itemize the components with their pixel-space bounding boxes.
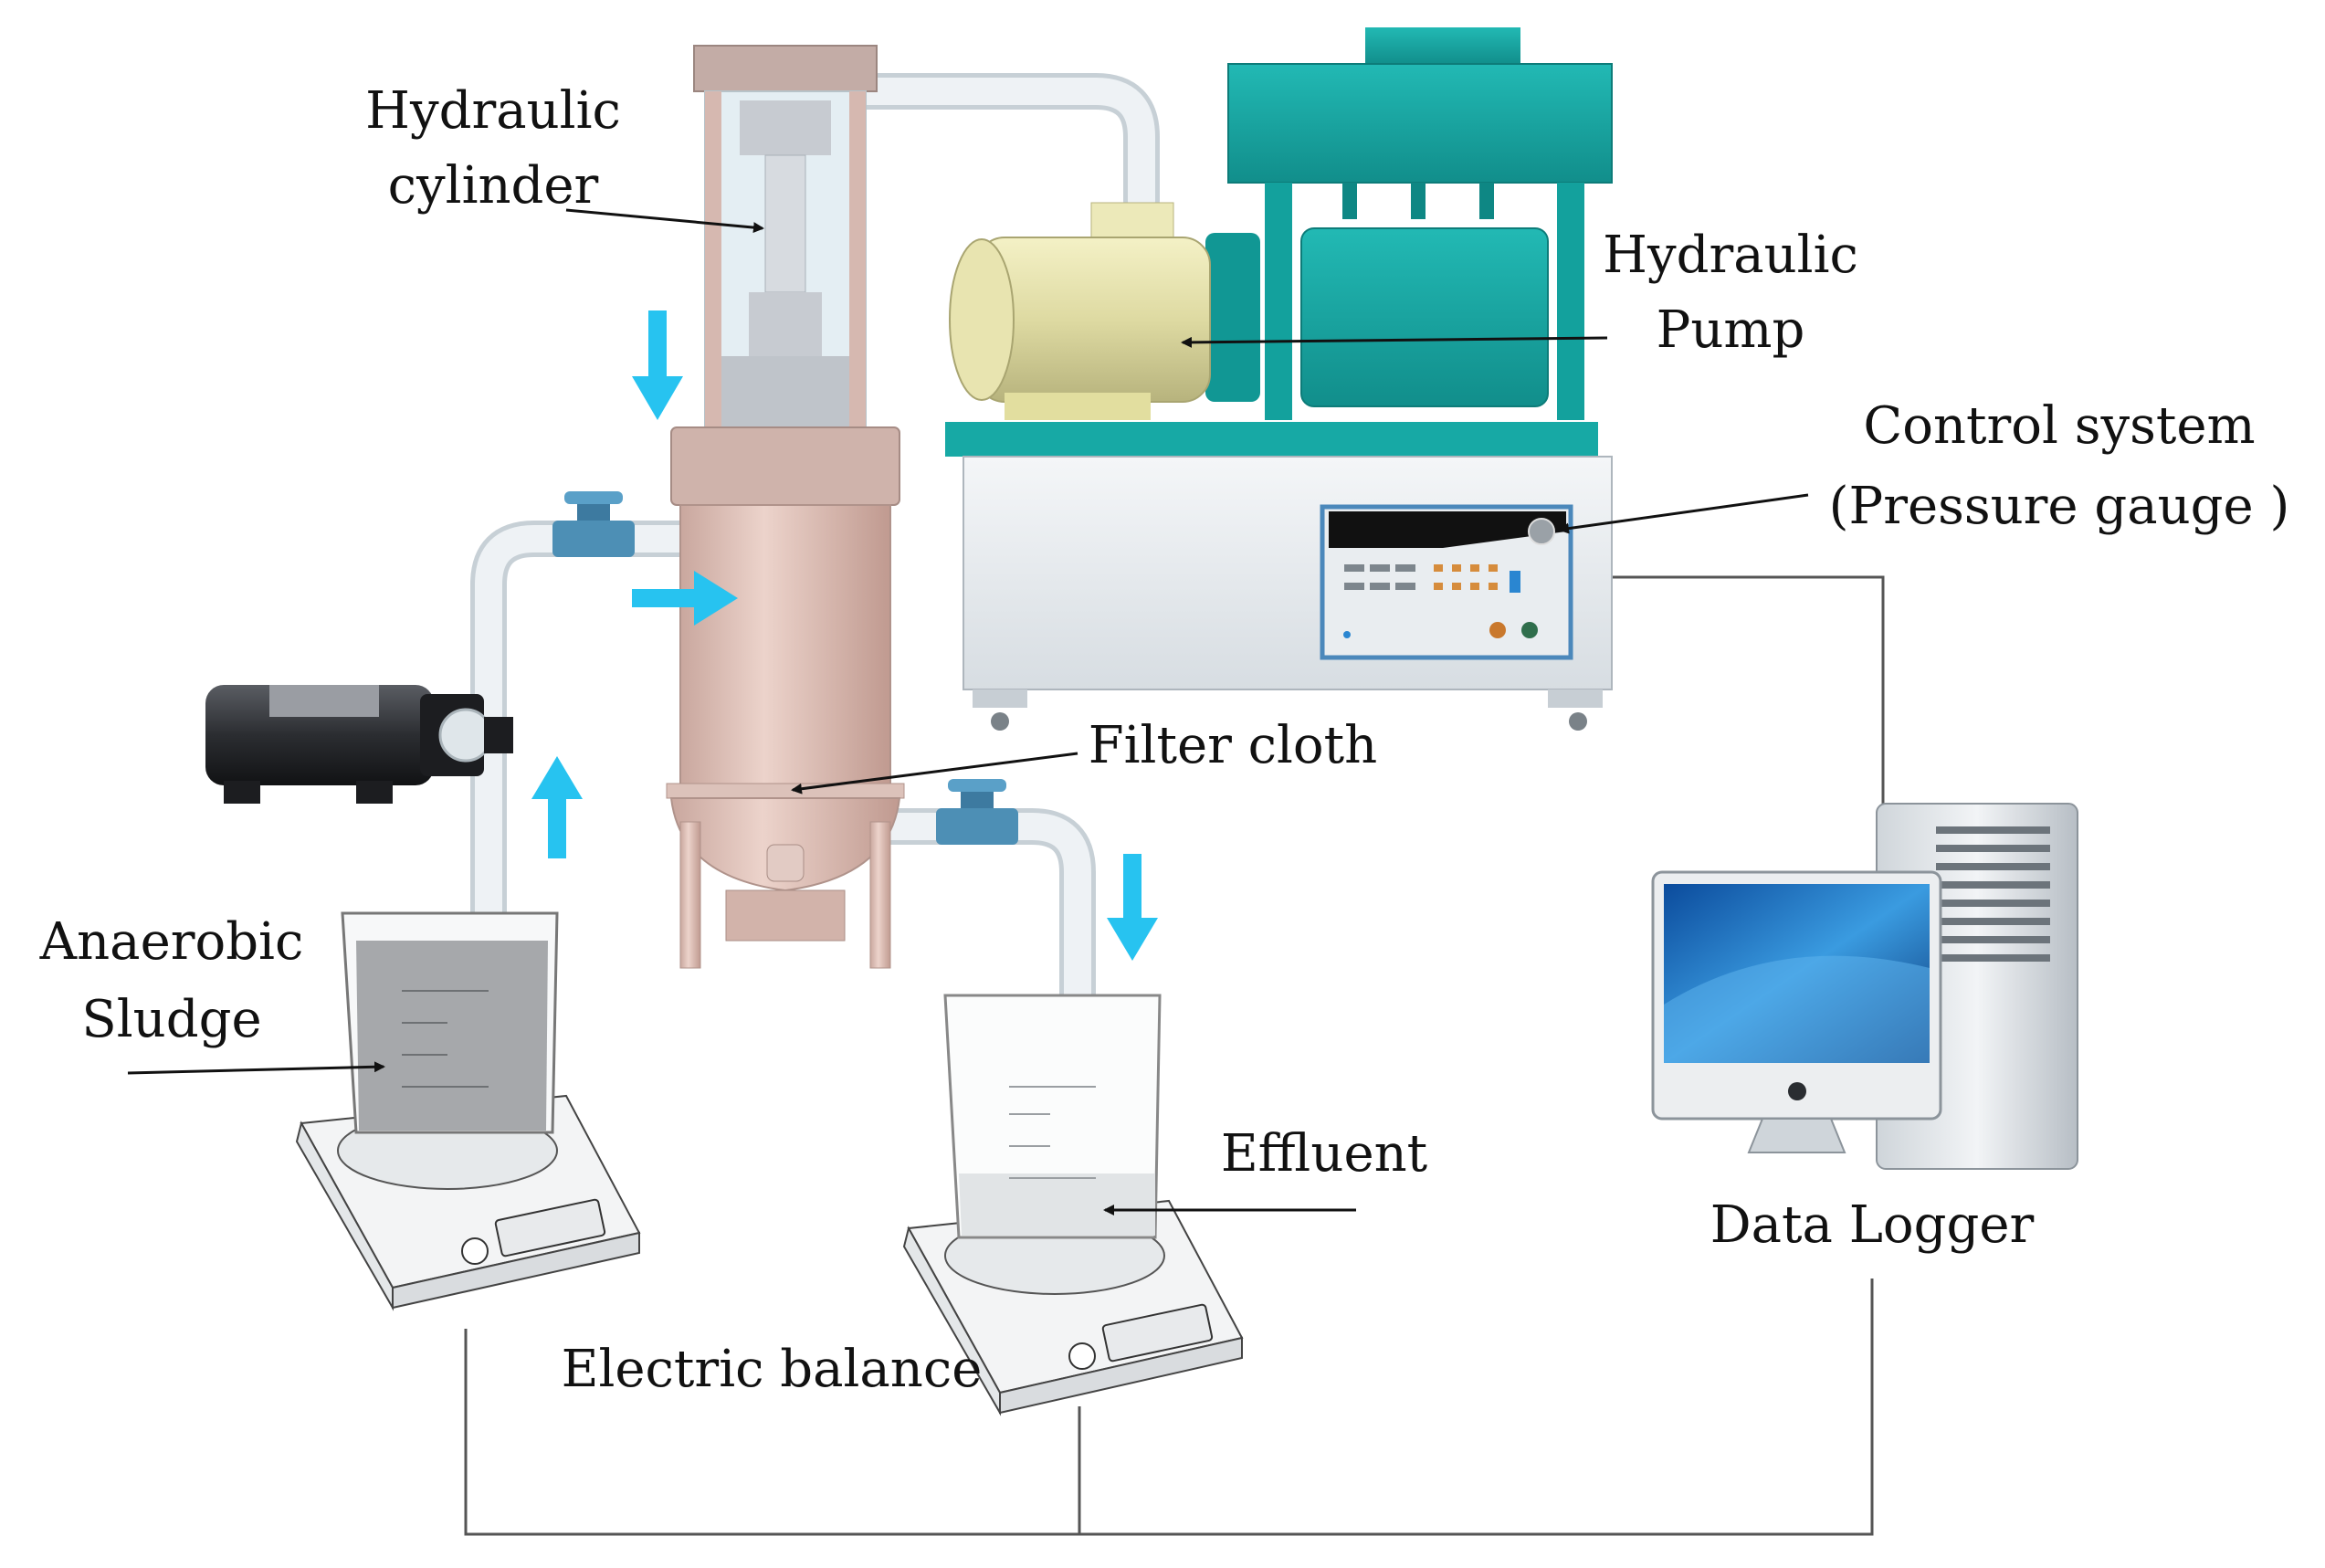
feed-pump-icon [205, 685, 513, 804]
signal-wiring [464, 575, 1885, 1536]
hydraulic-pump-label: Pump [1657, 300, 1805, 360]
anaerobic-sludge-label: Anaerobic [39, 912, 304, 972]
pressure-gauge-label: (Pressure gauge ) [1829, 477, 2290, 536]
hydraulic-pump-icon [945, 27, 1613, 457]
computer-monitor-icon [1651, 870, 1942, 1153]
beaker-icon [341, 911, 559, 1134]
valve-icon [936, 779, 1018, 845]
effluent-label: Effluent [1221, 1124, 1428, 1184]
hydraulic-cylinder-icon [693, 45, 878, 430]
beaker-icon [943, 994, 1162, 1239]
electric-balance-icon [902, 1199, 1244, 1416]
filter-press-vessel-icon [666, 426, 905, 969]
electric-balance-label: Electric balance [562, 1340, 983, 1399]
data-logger-label: Data Logger [1710, 1195, 2035, 1255]
pipework [470, 73, 1160, 1014]
hydraulic-pump-label: Hydraulic [1603, 226, 1858, 285]
filter-cloth-label: Filter cloth [1089, 716, 1377, 775]
valve-icon [552, 491, 635, 557]
flow-arrow-icon [531, 310, 1158, 961]
label-arrows [127, 208, 1809, 1215]
control-system-label: Control system [1863, 396, 2255, 456]
anaerobic-sludge-label: Sludge [81, 990, 261, 1049]
hydraulic-cylinder-label: Hydraulic [365, 81, 621, 141]
hydraulic-cylinder-label: cylinder [388, 156, 599, 216]
motor-icon [949, 202, 1211, 420]
control-panel-icon [1320, 504, 1573, 660]
